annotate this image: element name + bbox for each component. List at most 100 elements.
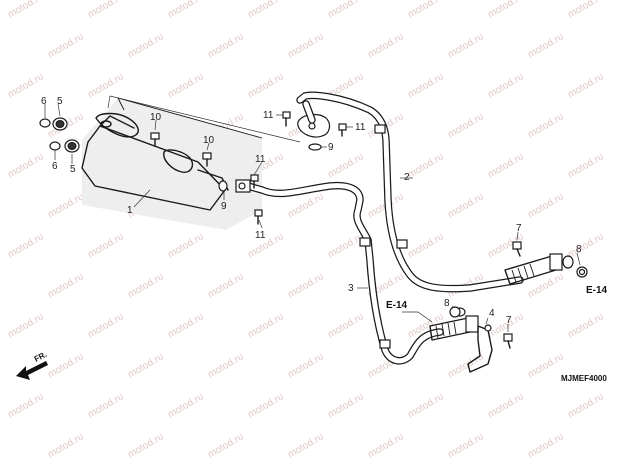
watermark-text: motod.ru (86, 231, 126, 260)
fitting-part-5-upper (39, 117, 68, 131)
bolt-part-7-lower (503, 333, 513, 349)
watermark-text: motod.ru (286, 271, 326, 300)
watermark-text: motod.ru (326, 151, 366, 180)
callout-10-lower: 10 (203, 135, 215, 146)
bolt-part-11-a (282, 111, 291, 127)
hose-part-3 (244, 181, 444, 365)
watermark-text: motod.ru (246, 0, 286, 21)
watermark-text: motod.ru (446, 431, 486, 460)
callout-5-lower: 5 (70, 164, 76, 175)
watermark-text: motod.ru (6, 71, 46, 100)
o-ring-part-9-lower (218, 180, 228, 192)
watermark-text: motod.ru (326, 311, 366, 340)
bolt-part-10-lower (202, 152, 212, 167)
callout-4: 4 (489, 308, 495, 319)
hose-part-2 (296, 91, 524, 293)
watermark-text: motod.ru (126, 271, 166, 300)
ref-e14-left: E-14 (386, 300, 408, 311)
watermark-text: motod.ru (86, 391, 126, 420)
callout-2: 2 (404, 172, 410, 183)
watermark-text: motod.ru (486, 391, 526, 420)
callout-10-upper: 10 (150, 112, 162, 123)
front-direction-arrow: FR. (16, 350, 48, 380)
watermark-text: motod.ru (206, 351, 246, 380)
watermark-text: motod.ru (246, 311, 286, 340)
watermark-text: motod.ru (486, 0, 526, 21)
watermark-text: motod.ru (566, 311, 606, 340)
bolt-part-7-upper (512, 241, 522, 257)
watermark-text: motod.ru (366, 31, 406, 60)
watermark-text: motod.ru (406, 71, 446, 100)
watermark-text: motod.ru (6, 0, 46, 21)
watermark-text: motod.ru (526, 271, 566, 300)
watermark-text: motod.ru (406, 391, 446, 420)
fitting-part-5-lower (49, 139, 80, 153)
watermark-text: motod.ru (166, 311, 206, 340)
watermark-text: motod.ru (446, 31, 486, 60)
watermark-text: motod.ru (86, 71, 126, 100)
watermark-text: motod.ru (486, 71, 526, 100)
watermark-text: motod.ru (166, 0, 206, 21)
o-ring-part-9-upper (308, 143, 322, 151)
watermark-text: motod.ru (46, 351, 86, 380)
bolt-part-11-b (338, 123, 347, 137)
watermark-text: motod.ru (446, 191, 486, 220)
callout-11-b: 11 (355, 122, 366, 133)
watermark-text: motod.ru (246, 391, 286, 420)
leader-lines (44, 95, 581, 332)
callout-numbers: 1 2 3 4 5 5 6 6 7 7 8 8 9 9 10 10 11 11 … (41, 96, 582, 326)
watermark-text: motod.ru (46, 31, 86, 60)
hose-flange-upper (297, 100, 331, 138)
watermark-text: motod.ru (46, 431, 86, 460)
watermark-text: motod.ru (166, 71, 206, 100)
callout-11-d: 11 (255, 230, 266, 241)
watermark-text: motod.ru (446, 111, 486, 140)
watermark-text: motod.ru (526, 191, 566, 220)
watermark-text: motod.ru (566, 391, 606, 420)
watermark-text: motod.ru (526, 351, 566, 380)
watermark-text: motod.ru (246, 71, 286, 100)
watermark-text: motod.ru (166, 391, 206, 420)
callout-9-lower: 9 (221, 201, 227, 212)
watermark-text: motod.ru (6, 311, 46, 340)
watermark-text: motod.ru (6, 151, 46, 180)
watermark-text: motod.ru (406, 151, 446, 180)
callout-8-left: 8 (444, 298, 450, 309)
watermark-text: motod.ru (6, 231, 46, 260)
diagram-code: MJMEF4000 (561, 374, 607, 383)
callout-1: 1 (127, 205, 133, 216)
callout-11-c: 11 (255, 154, 266, 165)
bracket-part-4 (467, 324, 493, 373)
watermark-text: motod.ru (566, 71, 606, 100)
watermark-text: motod.ru (206, 31, 246, 60)
watermark-text: motod.ru (46, 271, 86, 300)
o-ring-part-8-right (576, 266, 588, 278)
callout-6-lower: 6 (52, 161, 58, 172)
watermark-text: motod.ru (566, 151, 606, 180)
watermark-text: motod.ru (326, 391, 366, 420)
watermark-text: motod.ru (86, 311, 126, 340)
watermark-text: motod.ru (526, 111, 566, 140)
watermark-text: motod.ru (326, 0, 366, 21)
callout-5-upper: 5 (57, 96, 63, 107)
o-ring-part-8-left (449, 306, 461, 318)
watermark-text: motod.ru (566, 0, 606, 21)
watermark-text: motod.ru (526, 431, 566, 460)
watermark-text: motod.ru (6, 391, 46, 420)
watermark-text: motod.ru (246, 231, 286, 260)
watermark-text: motod.ru (126, 351, 166, 380)
bolt-part-10-upper (150, 132, 160, 147)
callout-7-upper: 7 (516, 223, 522, 234)
callout-8-right: 8 (576, 244, 582, 255)
watermark-text: motod.ru (286, 31, 326, 60)
callout-9-upper: 9 (328, 142, 334, 153)
callout-11-a: 11 (263, 110, 274, 121)
watermark-text: motod.ru (126, 31, 166, 60)
bolt-part-11-d (254, 209, 263, 225)
watermark-text: motod.ru (366, 431, 406, 460)
pipe-fitting-right-upper (504, 253, 574, 285)
watermark-text: motod.ru (206, 271, 246, 300)
callout-7-lower: 7 (506, 315, 512, 326)
watermark-text: motod.ru (406, 0, 446, 21)
